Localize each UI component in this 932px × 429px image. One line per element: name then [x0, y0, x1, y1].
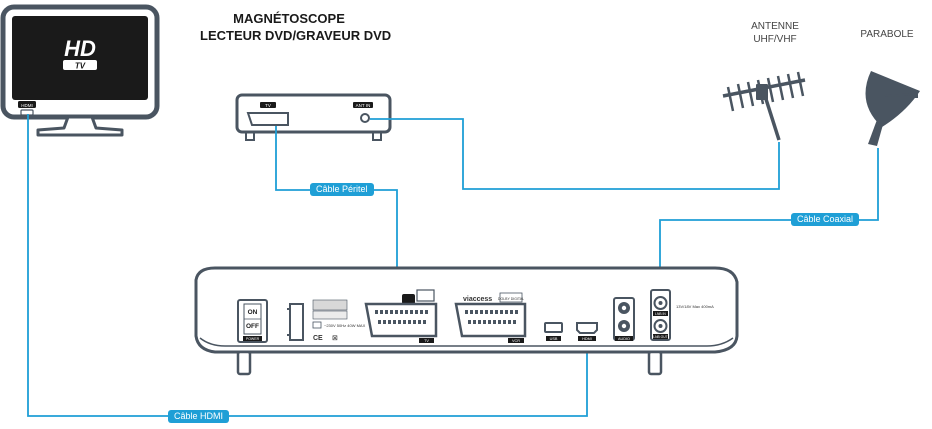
svg-text:13V/18V Max 400mA: 13V/18V Max 400mA	[676, 304, 714, 309]
svg-text:TV: TV	[75, 62, 86, 71]
svg-text:HD: HD	[64, 36, 96, 61]
hd-tv: HD TV HDMI	[0, 4, 160, 137]
dish-title: PARABOLE	[860, 29, 914, 40]
svg-text:TV: TV	[424, 339, 429, 343]
svg-text:CE: CE	[313, 335, 323, 342]
svg-text:ANT IN: ANT IN	[356, 103, 371, 108]
coaxial-cable-label: Câble Coaxial	[791, 213, 860, 226]
cables	[27, 114, 879, 417]
lnb-ports: LNB IN LNB OUT 13V/18V Max 400mA	[650, 289, 714, 341]
vcr-scart-port	[246, 112, 289, 126]
tv-hdmi-port	[18, 101, 36, 108]
svg-text:USB: USB	[550, 337, 558, 341]
receiver-device: ON OFF POWER ~230V 50Hz 40W MAX CE ⊠	[194, 266, 739, 376]
vcr-device: TV ANT IN	[235, 93, 392, 141]
svg-text:ON: ON	[248, 309, 258, 316]
svg-text:⊠: ⊠	[332, 335, 338, 342]
coaxial-cable	[659, 148, 879, 297]
svg-text:LNB IN: LNB IN	[655, 312, 666, 316]
svg-text:AUDIO: AUDIO	[618, 337, 630, 341]
peritel-cable-label: Câble Péritel	[310, 183, 374, 196]
scart-tv-port: TV	[364, 289, 438, 343]
antenna-title-line2: UHF/VHF	[753, 34, 797, 45]
svg-text:TV: TV	[265, 103, 271, 108]
svg-text:viaccess: viaccess	[463, 296, 492, 303]
hdmi-cable-label: Câble HDMI	[168, 410, 230, 423]
hd-tv-logo: HD TV	[63, 36, 97, 71]
svg-text:VCR: VCR	[512, 339, 520, 343]
antenna-title-line1: ANTENNE	[751, 21, 799, 32]
hdmi-port: HDMI	[576, 322, 598, 341]
antenna-cable	[370, 118, 780, 190]
tv-screen	[12, 16, 148, 100]
svg-text:HDMI: HDMI	[582, 337, 592, 341]
svg-text:OFF: OFF	[246, 323, 259, 330]
power-switch: ON OFF POWER	[237, 299, 268, 343]
svg-text:LNB OUT: LNB OUT	[653, 335, 667, 339]
svg-text:POWER: POWER	[246, 337, 260, 341]
satellite-dish-icon	[865, 71, 920, 146]
usb-port: USB	[544, 322, 563, 341]
vcr-title-line2: LECTEUR DVD/GRAVEUR DVD	[200, 28, 392, 43]
audio-ports: AUDIO	[613, 297, 635, 341]
svg-text:DOLBY DIGITAL: DOLBY DIGITAL	[498, 297, 524, 301]
svg-text:~230V 50Hz 40W MAX: ~230V 50Hz 40W MAX	[324, 323, 366, 328]
tv-stand	[36, 115, 124, 137]
hdmi-cable	[27, 114, 588, 417]
antenna-icon	[722, 71, 806, 141]
vcr-ant-port	[360, 113, 370, 123]
svg-text:HDMI: HDMI	[21, 103, 33, 108]
scart-vcr-port: viaccess DOLBY DIGITAL VCR	[454, 292, 527, 343]
vcr-title-line1: MAGNÉTOSCOPE	[233, 11, 345, 26]
